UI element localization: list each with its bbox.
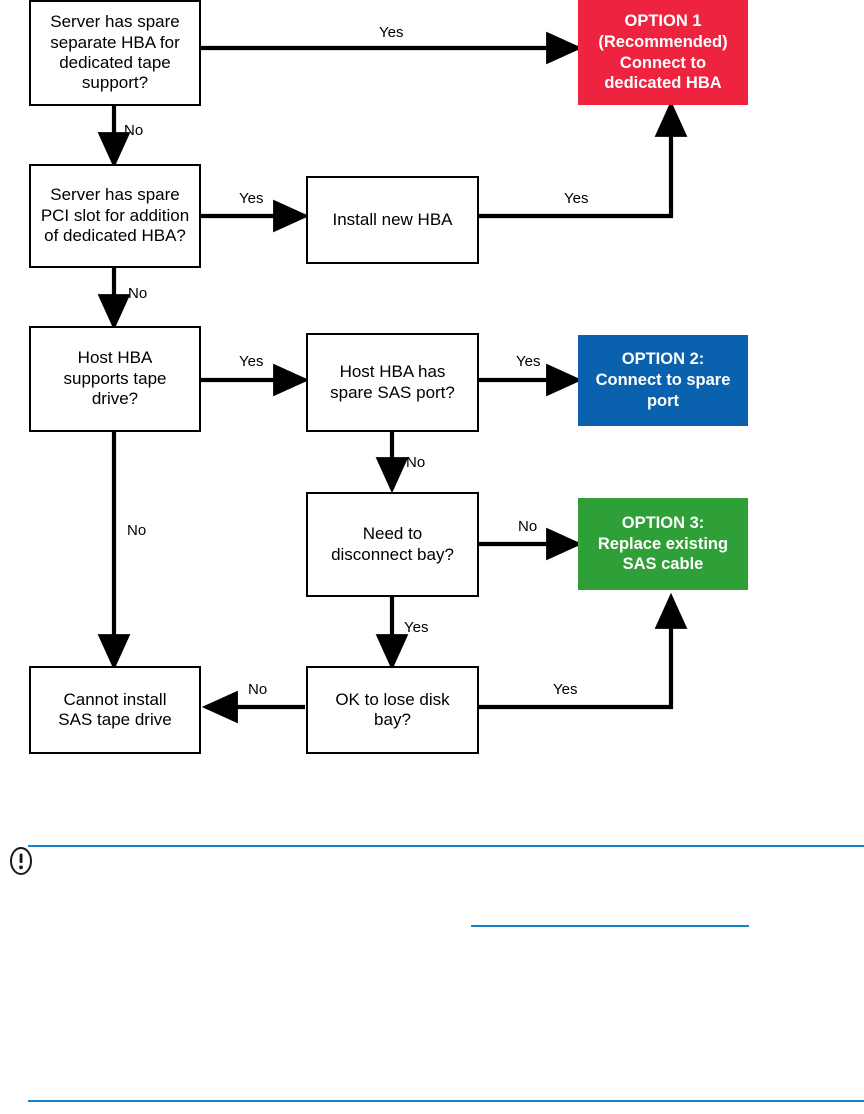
node-spare-sas-port[interactable]: Host HBA has spare SAS port? bbox=[306, 333, 479, 432]
edge-label-spare-pci-no: No bbox=[128, 285, 148, 302]
node-spare-hba[interactable]: Server has spare separate HBA for dedica… bbox=[29, 0, 201, 106]
flowchart: Server has spare separate HBA for dedica… bbox=[29, 0, 748, 754]
node-disconnect-bay-label: Need to disconnect bay? bbox=[331, 524, 454, 564]
node-disconnect-bay[interactable]: Need to disconnect bay? bbox=[306, 492, 479, 597]
edge-label-install-hba-yes: Yes bbox=[564, 190, 589, 207]
page-footer-rule bbox=[28, 1100, 864, 1102]
node-option-1-label: OPTION 1 (Recommended) Connect to dedica… bbox=[598, 11, 728, 93]
edge-label-spare-sas-no: No bbox=[406, 454, 426, 471]
note-inline-rule bbox=[471, 925, 749, 927]
node-spare-hba-label: Server has spare separate HBA for dedica… bbox=[50, 12, 180, 93]
node-cannot-install-label: Cannot install SAS tape drive bbox=[58, 689, 172, 729]
node-option-1[interactable]: OPTION 1 (Recommended) Connect to dedica… bbox=[578, 0, 748, 105]
edge-label-spare-pci-yes: Yes bbox=[239, 190, 264, 207]
node-option-3[interactable]: OPTION 3: Replace existing SAS cable bbox=[578, 498, 748, 590]
node-supports-tape[interactable]: Host HBA supports tape drive? bbox=[29, 326, 201, 432]
edge-label-spare-hba-no: No bbox=[124, 122, 144, 139]
edge-label-spare-sas-yes: Yes bbox=[516, 353, 541, 370]
node-ok-lose-bay[interactable]: OK to lose disk bay? bbox=[306, 666, 479, 754]
important-notice-icon bbox=[10, 847, 32, 875]
node-ok-lose-bay-label: OK to lose disk bay? bbox=[335, 689, 450, 729]
node-spare-pci-label: Server has spare PCI slot for addition o… bbox=[40, 185, 190, 246]
node-spare-pci[interactable]: Server has spare PCI slot for addition o… bbox=[29, 164, 201, 268]
edge-label-ok-lose-bay-yes: Yes bbox=[553, 681, 578, 698]
edge-label-ok-lose-bay-no: No bbox=[248, 681, 268, 698]
edge-install-hba-yes bbox=[479, 100, 688, 219]
node-supports-tape-label: Host HBA supports tape drive? bbox=[63, 348, 167, 409]
edge-label-supports-tape-no: No bbox=[127, 522, 147, 539]
node-install-hba-label: Install new HBA bbox=[332, 209, 453, 229]
edge-label-disconnect-bay-yes: Yes bbox=[404, 619, 429, 636]
node-cannot-install[interactable]: Cannot install SAS tape drive bbox=[29, 666, 201, 754]
edge-label-disconnect-bay-no: No bbox=[518, 518, 538, 535]
node-option-3-label: OPTION 3: Replace existing SAS cable bbox=[597, 513, 729, 574]
node-spare-sas-port-label: Host HBA has spare SAS port? bbox=[330, 362, 455, 402]
flowchart-connectors bbox=[97, 31, 688, 724]
edge-ok-lose-bay-yes bbox=[479, 592, 688, 710]
edge-label-spare-hba-yes: Yes bbox=[379, 24, 404, 41]
node-install-hba[interactable]: Install new HBA bbox=[306, 176, 479, 264]
note-top-rule bbox=[28, 845, 864, 847]
node-option-2[interactable]: OPTION 2: Connect to spare port bbox=[578, 335, 748, 426]
edge-label-supports-tape-yes: Yes bbox=[239, 353, 264, 370]
node-option-2-label: OPTION 2: Connect to spare port bbox=[595, 350, 731, 410]
